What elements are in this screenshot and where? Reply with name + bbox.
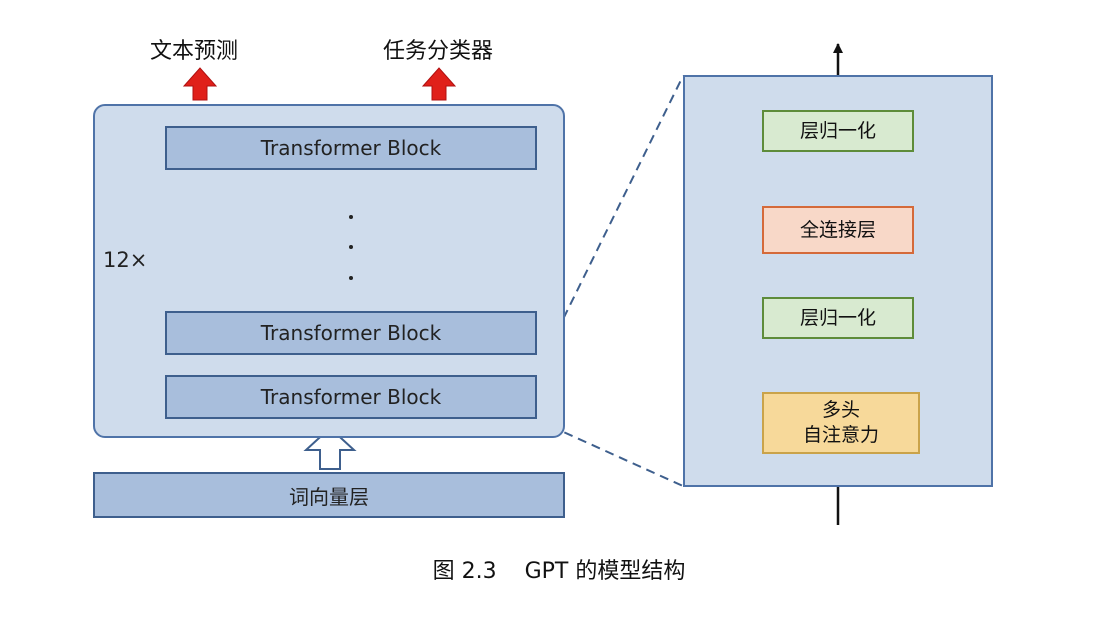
attention-label-line2: 自注意力 xyxy=(802,424,879,446)
layer-norm-top: 层归一化 xyxy=(762,110,914,152)
ellipsis-dot xyxy=(349,215,353,219)
task-classifier-arrow xyxy=(421,67,457,101)
zoom-line-top xyxy=(536,75,684,373)
multi-head-self-attention: 多头 自注意力 xyxy=(762,392,920,454)
text-prediction-label: 文本预测 xyxy=(150,39,239,64)
feed-forward-layer: 全连接层 xyxy=(762,206,914,254)
attention-label-line1: 多头 xyxy=(821,399,860,421)
text-prediction-arrow xyxy=(182,67,218,101)
transformer-block-bottom: Transformer Block xyxy=(165,375,537,419)
figure-caption: 图 2.3 GPT 的模型结构 xyxy=(432,559,686,584)
ellipsis-dot xyxy=(349,245,353,249)
layer-norm-bottom: 层归一化 xyxy=(762,297,914,339)
zoom-line-bottom xyxy=(536,419,684,487)
transformer-block-middle: Transformer Block xyxy=(165,311,537,355)
repeat-count-label: 12× xyxy=(103,246,148,274)
task-classifier-label: 任务分类器 xyxy=(383,39,494,64)
embedding-input-arrow xyxy=(303,426,357,470)
transformer-block-top: Transformer Block xyxy=(165,126,537,170)
ellipsis-dot xyxy=(349,276,353,280)
embedding-layer: 词向量层 xyxy=(93,472,565,518)
